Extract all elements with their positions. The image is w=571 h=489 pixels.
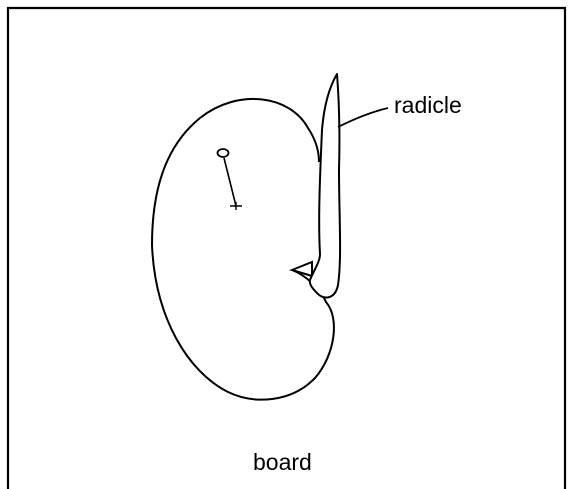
radicle-leader-line: [338, 108, 388, 127]
radicle-label: radicle: [394, 92, 462, 118]
pin-shaft: [224, 158, 236, 206]
bean-seed: [152, 99, 334, 400]
pin-head: [218, 149, 229, 157]
hilum-notch: [292, 262, 312, 276]
radicle-shape: [310, 74, 340, 298]
pin-point: [230, 202, 242, 210]
board-label: board: [253, 449, 312, 475]
board-frame: [8, 8, 565, 489]
